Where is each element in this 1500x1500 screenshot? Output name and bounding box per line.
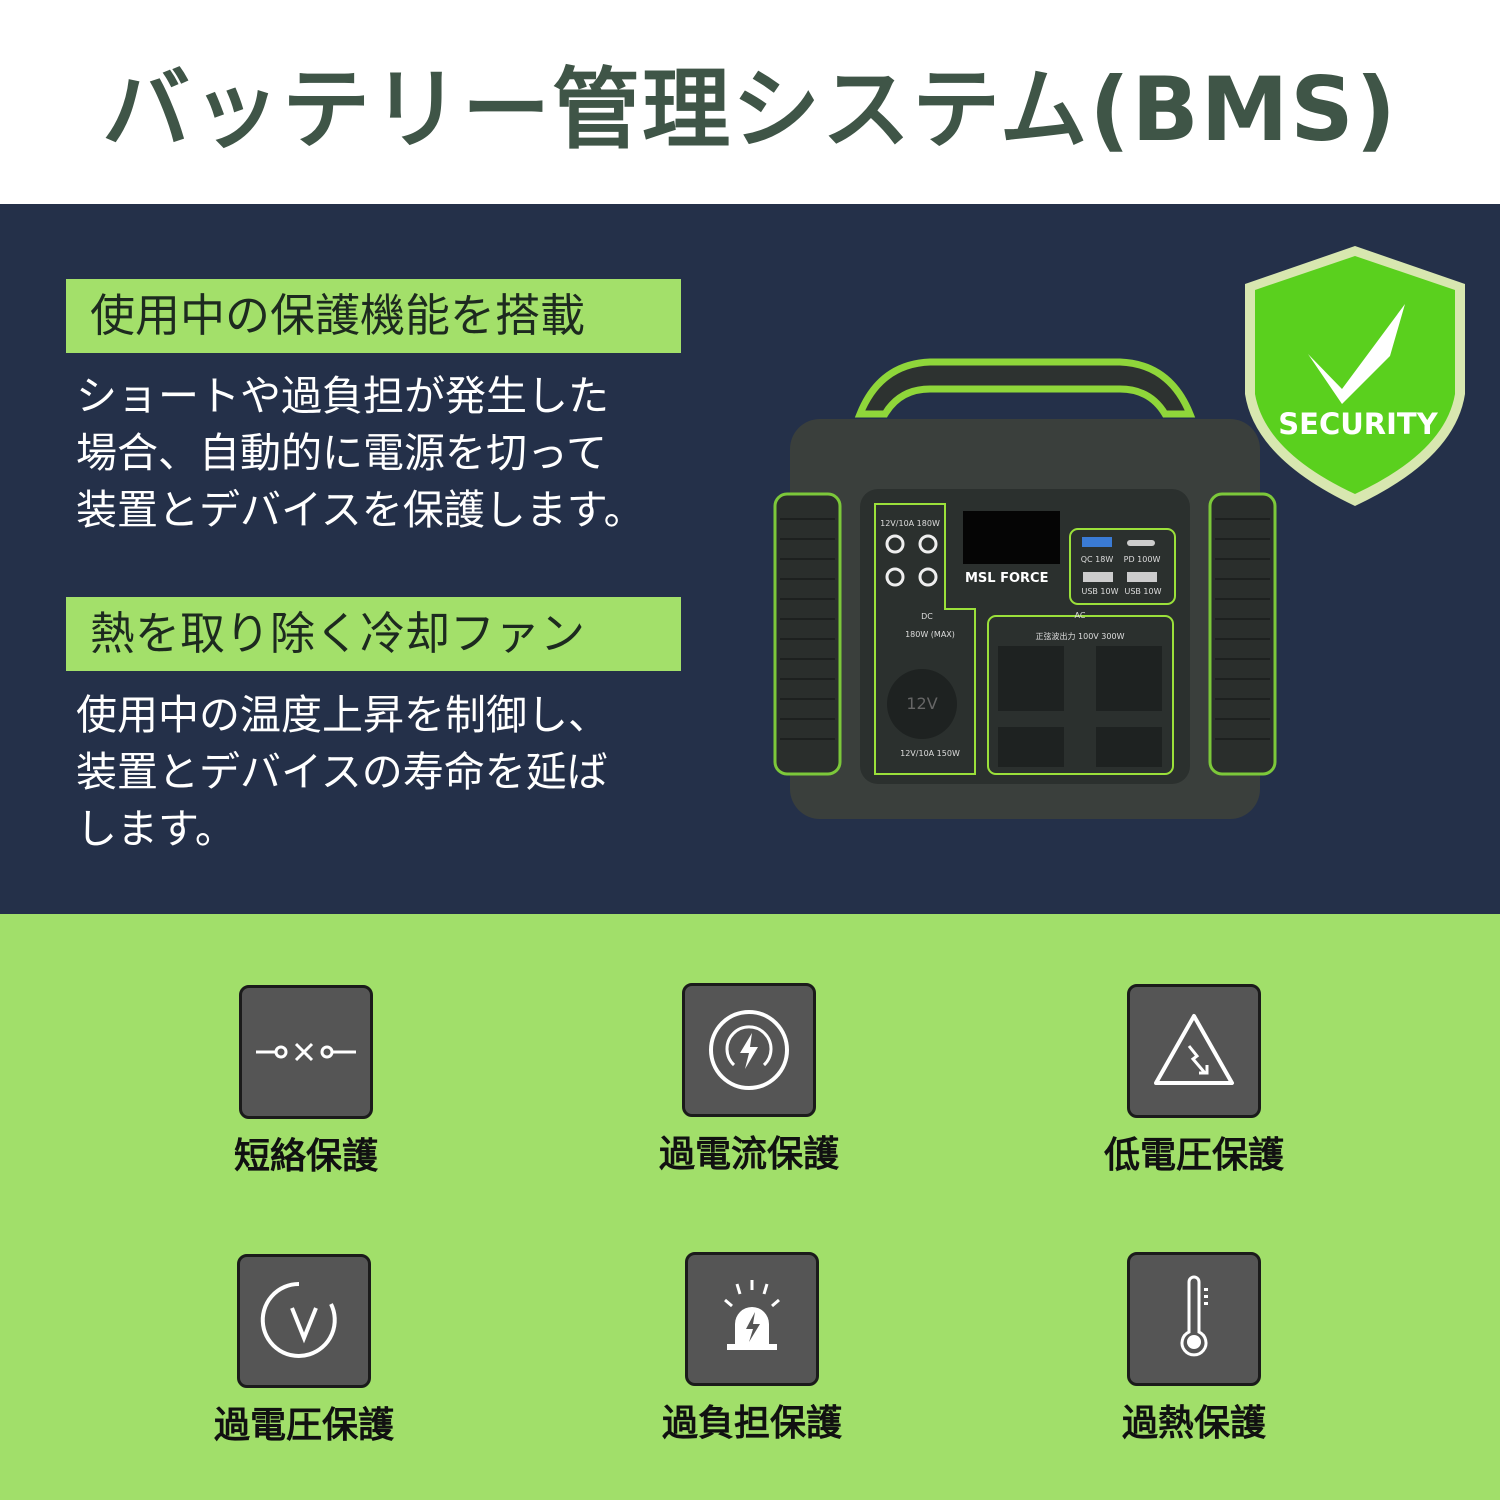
label: USB 10W bbox=[1124, 587, 1161, 596]
overvoltage-icon bbox=[237, 1254, 371, 1388]
feature-label: 低電圧保護 bbox=[1103, 1135, 1284, 1176]
label: USB 10W bbox=[1081, 587, 1118, 596]
thermometer-icon bbox=[1127, 1252, 1261, 1386]
feature-label: 過負担保護 bbox=[661, 1403, 842, 1444]
features-section: 短絡保護 過電流保護 低電圧保護 過電圧保護 過負担保護 過熱保護 bbox=[0, 914, 1500, 1500]
feature-overvoltage: 過電圧保護 bbox=[174, 1254, 434, 1448]
security-label: SECURITY bbox=[1278, 407, 1438, 441]
protection-description: ショートや過負担が発生した 場合、自動的に電源を切って 装置とデバイスを保護しま… bbox=[76, 368, 716, 539]
label: 12V/10A 180W bbox=[880, 519, 940, 528]
feature-label: 過電圧保護 bbox=[213, 1405, 394, 1446]
label: QC 18W bbox=[1081, 555, 1114, 564]
info-section: 使用中の保護機能を搭載 ショートや過負担が発生した 場合、自動的に電源を切って … bbox=[0, 204, 1500, 914]
header: バッテリー管理システム(BMS) bbox=[0, 0, 1500, 204]
protection-heading: 使用中の保護機能を搭載 bbox=[66, 279, 681, 353]
short-circuit-icon bbox=[239, 985, 373, 1119]
text-line: 装置とデバイスを保護します。 bbox=[76, 486, 645, 534]
label: 180W (MAX) bbox=[905, 630, 955, 639]
feature-label: 過熱保護 bbox=[1121, 1403, 1266, 1444]
security-shield-icon: SECURITY bbox=[1245, 246, 1465, 506]
feature-overcurrent: 過電流保護 bbox=[619, 983, 879, 1177]
text-line: ショートや過負担が発生した bbox=[76, 372, 609, 420]
label: 12V bbox=[906, 694, 937, 713]
text-line: 使用中の温度上昇を制御し、 bbox=[76, 691, 609, 739]
label: PD 100W bbox=[1124, 555, 1161, 564]
label: AC bbox=[1075, 611, 1086, 620]
feature-label: 過電流保護 bbox=[658, 1134, 839, 1175]
checkmark-icon bbox=[1308, 304, 1405, 404]
cooling-description: 使用中の温度上昇を制御し、 装置とデバイスの寿命を延ば します。 bbox=[76, 687, 716, 858]
label: 正弦波出力 100V 300W bbox=[1035, 631, 1124, 641]
label: DC bbox=[921, 612, 933, 621]
low-voltage-icon bbox=[1127, 984, 1261, 1118]
text-line: します。 bbox=[76, 805, 236, 853]
power-station-image: 12V/10A 180W DC 180W (MAX) 12V 12V/10A 1… bbox=[773, 358, 1277, 819]
feature-overheat: 過熱保護 bbox=[1064, 1252, 1324, 1446]
feature-label: 短絡保護 bbox=[233, 1136, 378, 1177]
page-title: バッテリー管理システム(BMS) bbox=[102, 57, 1398, 161]
label: 12V/10A 150W bbox=[900, 749, 960, 758]
feature-short-circuit: 短絡保護 bbox=[176, 985, 436, 1179]
overload-alarm-icon bbox=[685, 1252, 819, 1386]
text-line: 装置とデバイスの寿命を延ば bbox=[76, 748, 608, 796]
feature-overload: 過負担保護 bbox=[622, 1252, 882, 1446]
brand-logo: MSL FORCE bbox=[965, 571, 1048, 586]
overcurrent-icon bbox=[682, 983, 816, 1117]
cooling-heading: 熱を取り除く冷却ファン bbox=[66, 597, 681, 671]
feature-low-voltage: 低電圧保護 bbox=[1064, 984, 1324, 1178]
text-line: 場合、自動的に電源を切って bbox=[76, 429, 607, 477]
